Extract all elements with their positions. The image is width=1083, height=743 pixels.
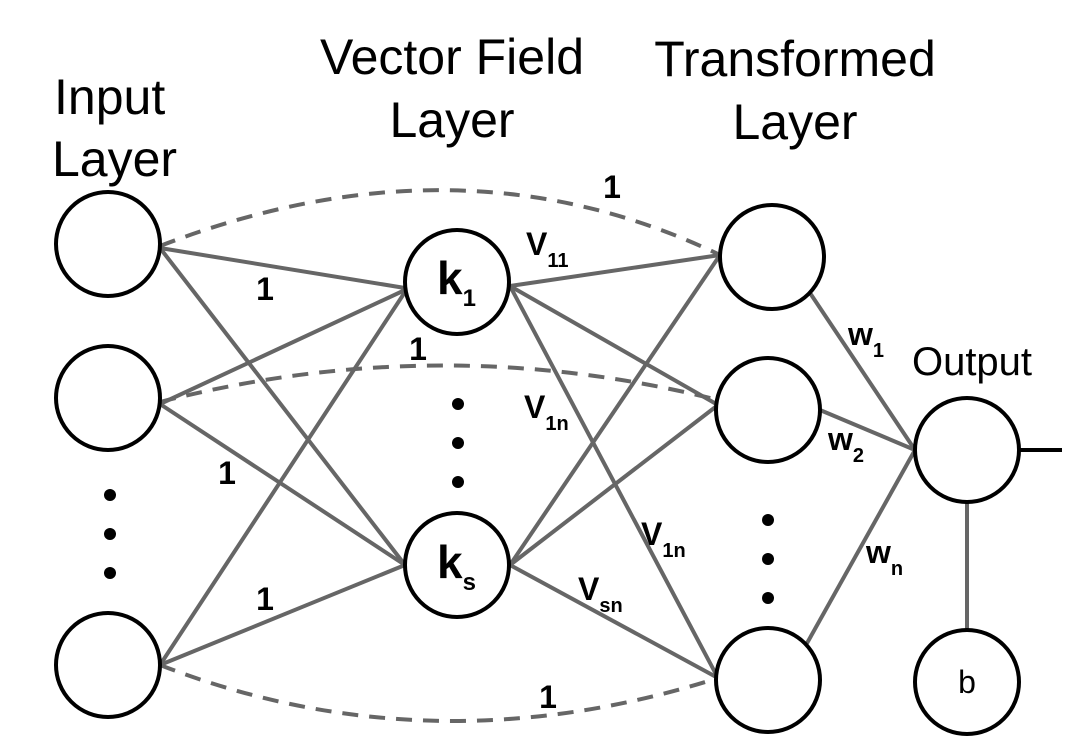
edge-ks-t3	[509, 563, 719, 680]
transformed-layer-title-line2: Layer	[732, 94, 857, 150]
bias-label: b	[958, 664, 976, 700]
input-ellipsis-dot	[104, 528, 116, 540]
edge-in3-k1	[158, 290, 407, 667]
input-ellipsis-dot	[104, 489, 116, 501]
edge-in2-ks	[158, 402, 407, 567]
skip-edge-top	[159, 188, 721, 257]
edge-k1-t1	[509, 253, 721, 288]
edge-in1-ks	[158, 246, 407, 567]
input-layer-title-line1: Input	[54, 69, 165, 125]
v1n-label: V1n	[524, 389, 569, 435]
edge-ks-t1	[508, 253, 722, 567]
transformed-ellipsis-dot	[762, 514, 774, 526]
transformed-node-2	[714, 356, 822, 464]
edge-k1-t3	[508, 285, 720, 679]
output-title: Output	[912, 340, 1032, 384]
k1-label: k1	[437, 252, 476, 312]
edge-k1-t2	[509, 284, 719, 407]
weight-one-label: 1	[409, 331, 427, 367]
vector-node-k1	[403, 228, 511, 336]
weight-one-label: 1	[539, 679, 557, 715]
edge-t1-out	[806, 288, 917, 452]
vector-field-layer-title-line1: Vector Field	[320, 29, 584, 85]
vsn-label: Vsn	[578, 571, 623, 617]
vector-node-ks	[403, 511, 511, 619]
vector-ellipsis-dot	[452, 476, 464, 488]
w2-label: w2	[827, 421, 864, 467]
wn-label: wn	[865, 534, 903, 580]
bias-node	[913, 628, 1021, 736]
weight-one-label: 1	[218, 455, 236, 491]
output-node	[913, 396, 1021, 504]
edge-in1-k1	[159, 246, 406, 290]
input-ellipsis-dot	[104, 567, 116, 579]
weight-one-label: 1	[603, 169, 621, 205]
edge-in2-k1	[159, 288, 406, 406]
input-node-2	[54, 344, 162, 452]
v1n-label-lower: V1n	[641, 516, 686, 562]
w1-label: w1	[847, 316, 884, 362]
v11-label: V11	[526, 226, 569, 272]
vector-ellipsis-dot	[452, 398, 464, 410]
transformed-layer-title-line1: Transformed	[654, 31, 936, 87]
transformed-ellipsis-dot	[762, 553, 774, 565]
edge-ks-t2	[508, 403, 720, 567]
skip-edge-middle	[159, 363, 719, 404]
edge-t3-out	[804, 449, 917, 646]
edge-t2-out	[819, 408, 916, 452]
transformed-ellipsis-dot	[762, 592, 774, 604]
skip-edge-bottom	[159, 663, 719, 723]
vector-field-layer-title-line2: Layer	[389, 92, 514, 148]
ks-label: ks	[437, 536, 476, 596]
input-node-1	[54, 190, 162, 298]
input-layer-title-line2: Layer	[52, 131, 177, 187]
weight-one-label: 1	[256, 271, 274, 307]
weight-one-label: 1	[256, 581, 274, 617]
vector-ellipsis-dot	[452, 437, 464, 449]
transformed-node-3	[714, 626, 822, 734]
transformed-node-1	[718, 203, 826, 311]
edge-in3-ks	[159, 563, 406, 667]
input-node-3	[54, 611, 162, 719]
